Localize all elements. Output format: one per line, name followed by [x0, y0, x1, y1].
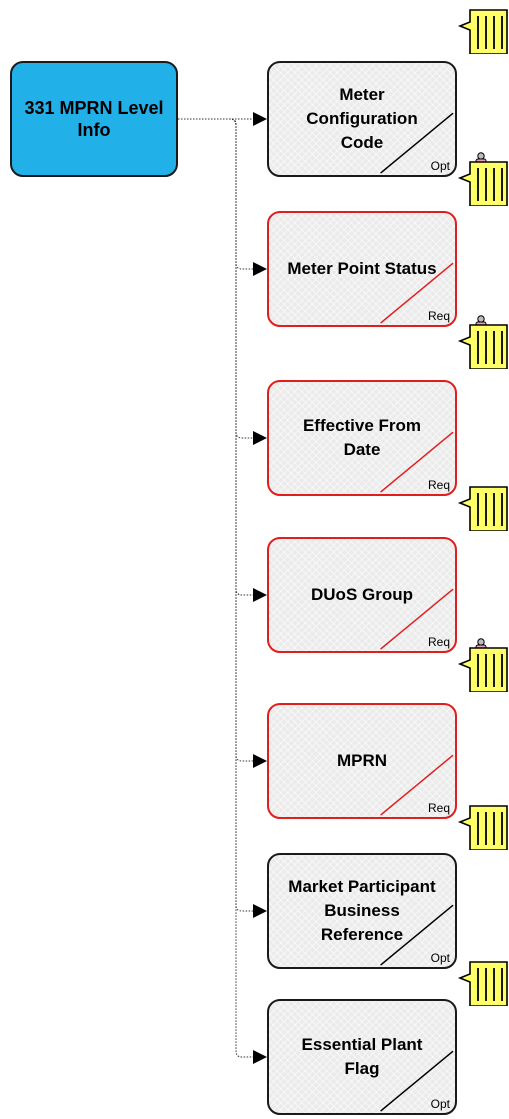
root-node[interactable]: 331 MPRN Level Info: [10, 61, 178, 177]
node-label: DUoS Group: [311, 585, 413, 604]
node-duos-group[interactable]: DUoS Group Req: [267, 537, 457, 653]
note-icon[interactable]: [456, 796, 509, 850]
note-icon[interactable]: [456, 0, 509, 54]
node-mprn[interactable]: MPRN Req: [267, 703, 457, 819]
connector-line: [178, 118, 267, 1064]
note-icon[interactable]: [456, 477, 509, 531]
node-effective-from-date[interactable]: Effective From Date Req: [267, 380, 457, 496]
node-tag: Opt: [430, 159, 450, 173]
node-label: Meter Point Status: [287, 259, 437, 278]
node-market-participant-business-reference[interactable]: Market Participant Business Reference Op…: [267, 853, 457, 969]
connector-line: [178, 118, 267, 445]
node-tag: Req: [427, 309, 450, 323]
node-meter-configuration-code[interactable]: Meter Configuration Code Opt: [267, 61, 457, 177]
connector-line: [178, 118, 267, 918]
node-corner-mark: [380, 904, 454, 966]
node-essential-plant-flag[interactable]: Essential Plant Flag Opt: [267, 999, 457, 1115]
node-corner-mark: [380, 262, 454, 324]
node-tag: Req: [427, 801, 450, 815]
connector-line: [178, 118, 267, 768]
node-label: Meter Configuration Code: [306, 85, 418, 152]
node-corner-mark: [380, 588, 454, 650]
note-with-person-icon[interactable]: [456, 638, 509, 692]
node-label: Market Participant Business Reference: [288, 877, 436, 944]
node-label: Effective From Date: [302, 416, 422, 459]
node-corner-mark: [380, 112, 454, 174]
node-corner-mark: [380, 431, 454, 493]
node-label: MPRN: [336, 751, 388, 770]
node-tag: Opt: [430, 1097, 450, 1111]
node-corner-mark: [380, 754, 454, 816]
node-tag: Opt: [430, 951, 450, 965]
note-with-person-icon[interactable]: [456, 152, 509, 206]
node-tag: Req: [427, 478, 450, 492]
note-icon[interactable]: [456, 952, 509, 1006]
root-node-label: 331 MPRN Level Info: [24, 98, 164, 140]
connector-line: [178, 118, 267, 276]
note-with-person-icon[interactable]: [456, 315, 509, 369]
node-corner-mark: [380, 1050, 454, 1112]
node-label: Essential Plant Flag: [301, 1035, 423, 1078]
node-meter-point-status[interactable]: Meter Point Status Req: [267, 211, 457, 327]
node-tag: Req: [427, 635, 450, 649]
connector-line: [178, 118, 267, 602]
